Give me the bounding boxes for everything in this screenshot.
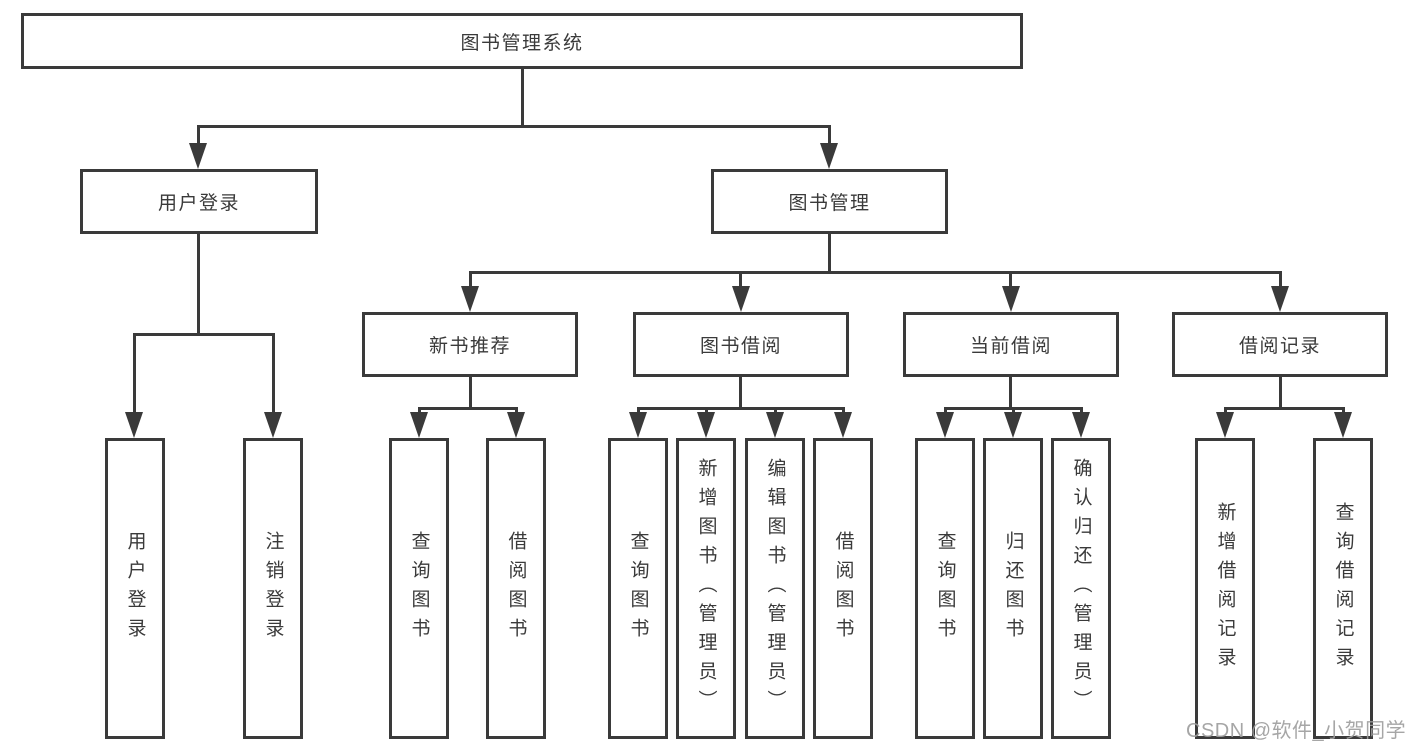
- connector-line: [515, 407, 518, 416]
- node-label: 注销登录: [262, 530, 284, 647]
- connector-line: [705, 407, 708, 416]
- node-label: 查询图书: [408, 530, 430, 647]
- node-label: 借阅记录: [1238, 336, 1321, 357]
- node-borrowing-records: 借阅记录: [1172, 312, 1388, 377]
- arrow-down-icon: [125, 412, 143, 438]
- arrow-down-icon: [461, 286, 479, 312]
- arrow-down-icon: [834, 412, 852, 438]
- connector-line: [739, 271, 742, 289]
- leaf-edit-books-admin: 编辑图书（管理员）: [745, 438, 805, 739]
- node-book-management: 图书管理: [711, 169, 948, 234]
- connector-line: [197, 125, 831, 128]
- node-label: 当前借阅: [969, 336, 1052, 357]
- node-label: 借阅图书: [505, 530, 527, 647]
- arrow-down-icon: [264, 412, 282, 438]
- connector-line: [828, 125, 831, 149]
- node-label: 用户登录: [157, 193, 240, 214]
- arrow-down-icon: [697, 412, 715, 438]
- arrow-down-icon: [936, 412, 954, 438]
- connector-line: [774, 407, 777, 416]
- arrow-down-icon: [410, 412, 428, 438]
- node-library-management-system: 图书管理系统: [21, 13, 1023, 69]
- connector-line: [272, 333, 275, 415]
- connector-line: [1342, 407, 1345, 416]
- connector-line: [469, 271, 472, 289]
- connector-line: [418, 407, 518, 410]
- arrow-down-icon: [189, 143, 207, 169]
- node-label: 新增图书（管理员）: [695, 458, 717, 719]
- connector-line: [828, 234, 831, 274]
- connector-line: [1224, 407, 1227, 416]
- leaf-query-borrow-record: 查询借阅记录: [1313, 438, 1373, 739]
- leaf-borrow-books: 借阅图书: [486, 438, 546, 739]
- connector-line: [1009, 377, 1012, 409]
- node-label: 查询图书: [627, 530, 649, 647]
- leaf-logout: 注销登录: [243, 438, 303, 739]
- connector-line: [1279, 271, 1282, 289]
- arrow-down-icon: [629, 412, 647, 438]
- node-book-borrowing: 图书借阅: [633, 312, 849, 377]
- arrow-down-icon: [732, 286, 750, 312]
- leaf-query-books: 查询图书: [915, 438, 975, 739]
- connector-line: [1012, 407, 1015, 416]
- node-label: 图书管理: [788, 193, 871, 214]
- leaf-borrow-books: 借阅图书: [813, 438, 873, 739]
- connector-line: [133, 333, 275, 336]
- node-label: 图书管理系统: [460, 32, 584, 54]
- connector-line: [1009, 271, 1012, 289]
- leaf-user-login: 用户登录: [105, 438, 165, 739]
- arrow-down-icon: [1216, 412, 1234, 438]
- connector-line: [469, 271, 1282, 274]
- csdn-watermark: CSDN @软件_小贺同学: [1186, 720, 1405, 742]
- connector-line: [133, 333, 136, 415]
- node-label: 归还图书: [1002, 530, 1024, 647]
- arrow-down-icon: [1072, 412, 1090, 438]
- leaf-return-books: 归还图书: [983, 438, 1043, 739]
- connector-line: [739, 377, 742, 409]
- node-label: 编辑图书（管理员）: [764, 458, 786, 719]
- arrow-down-icon: [1334, 412, 1352, 438]
- connector-line: [418, 407, 421, 416]
- arrow-down-icon: [1004, 412, 1022, 438]
- connector-line: [197, 234, 200, 336]
- node-label: 图书借阅: [699, 336, 782, 357]
- connector-line: [637, 407, 640, 416]
- node-user-login: 用户登录: [80, 169, 318, 234]
- node-current-borrowing: 当前借阅: [903, 312, 1119, 377]
- connector-line: [1080, 407, 1083, 416]
- connector-line: [1224, 407, 1345, 410]
- node-label: 用户登录: [124, 530, 146, 647]
- connector-line: [944, 407, 947, 416]
- node-label: 借阅图书: [832, 530, 854, 647]
- node-label: 新书推荐: [428, 336, 511, 357]
- arrow-down-icon: [507, 412, 525, 438]
- connector-line: [469, 377, 472, 409]
- leaf-add-borrow-record: 新增借阅记录: [1195, 438, 1255, 739]
- connector-line: [842, 407, 845, 416]
- arrow-down-icon: [1002, 286, 1020, 312]
- connector-line: [637, 407, 845, 410]
- node-label: 新增借阅记录: [1214, 501, 1236, 676]
- node-label: 确认归还（管理员）: [1070, 458, 1092, 719]
- connector-line: [197, 125, 200, 149]
- connector-line: [521, 69, 524, 127]
- node-new-book-recommendation: 新书推荐: [362, 312, 578, 377]
- arrow-down-icon: [820, 143, 838, 169]
- node-label: 查询图书: [934, 530, 956, 647]
- node-label: 查询借阅记录: [1332, 501, 1354, 676]
- leaf-add-books-admin: 新增图书（管理员）: [676, 438, 736, 739]
- leaf-query-books: 查询图书: [608, 438, 668, 739]
- leaf-confirm-return-admin: 确认归还（管理员）: [1051, 438, 1111, 739]
- arrow-down-icon: [1271, 286, 1289, 312]
- leaf-query-books: 查询图书: [389, 438, 449, 739]
- arrow-down-icon: [766, 412, 784, 438]
- connector-line: [1279, 377, 1282, 409]
